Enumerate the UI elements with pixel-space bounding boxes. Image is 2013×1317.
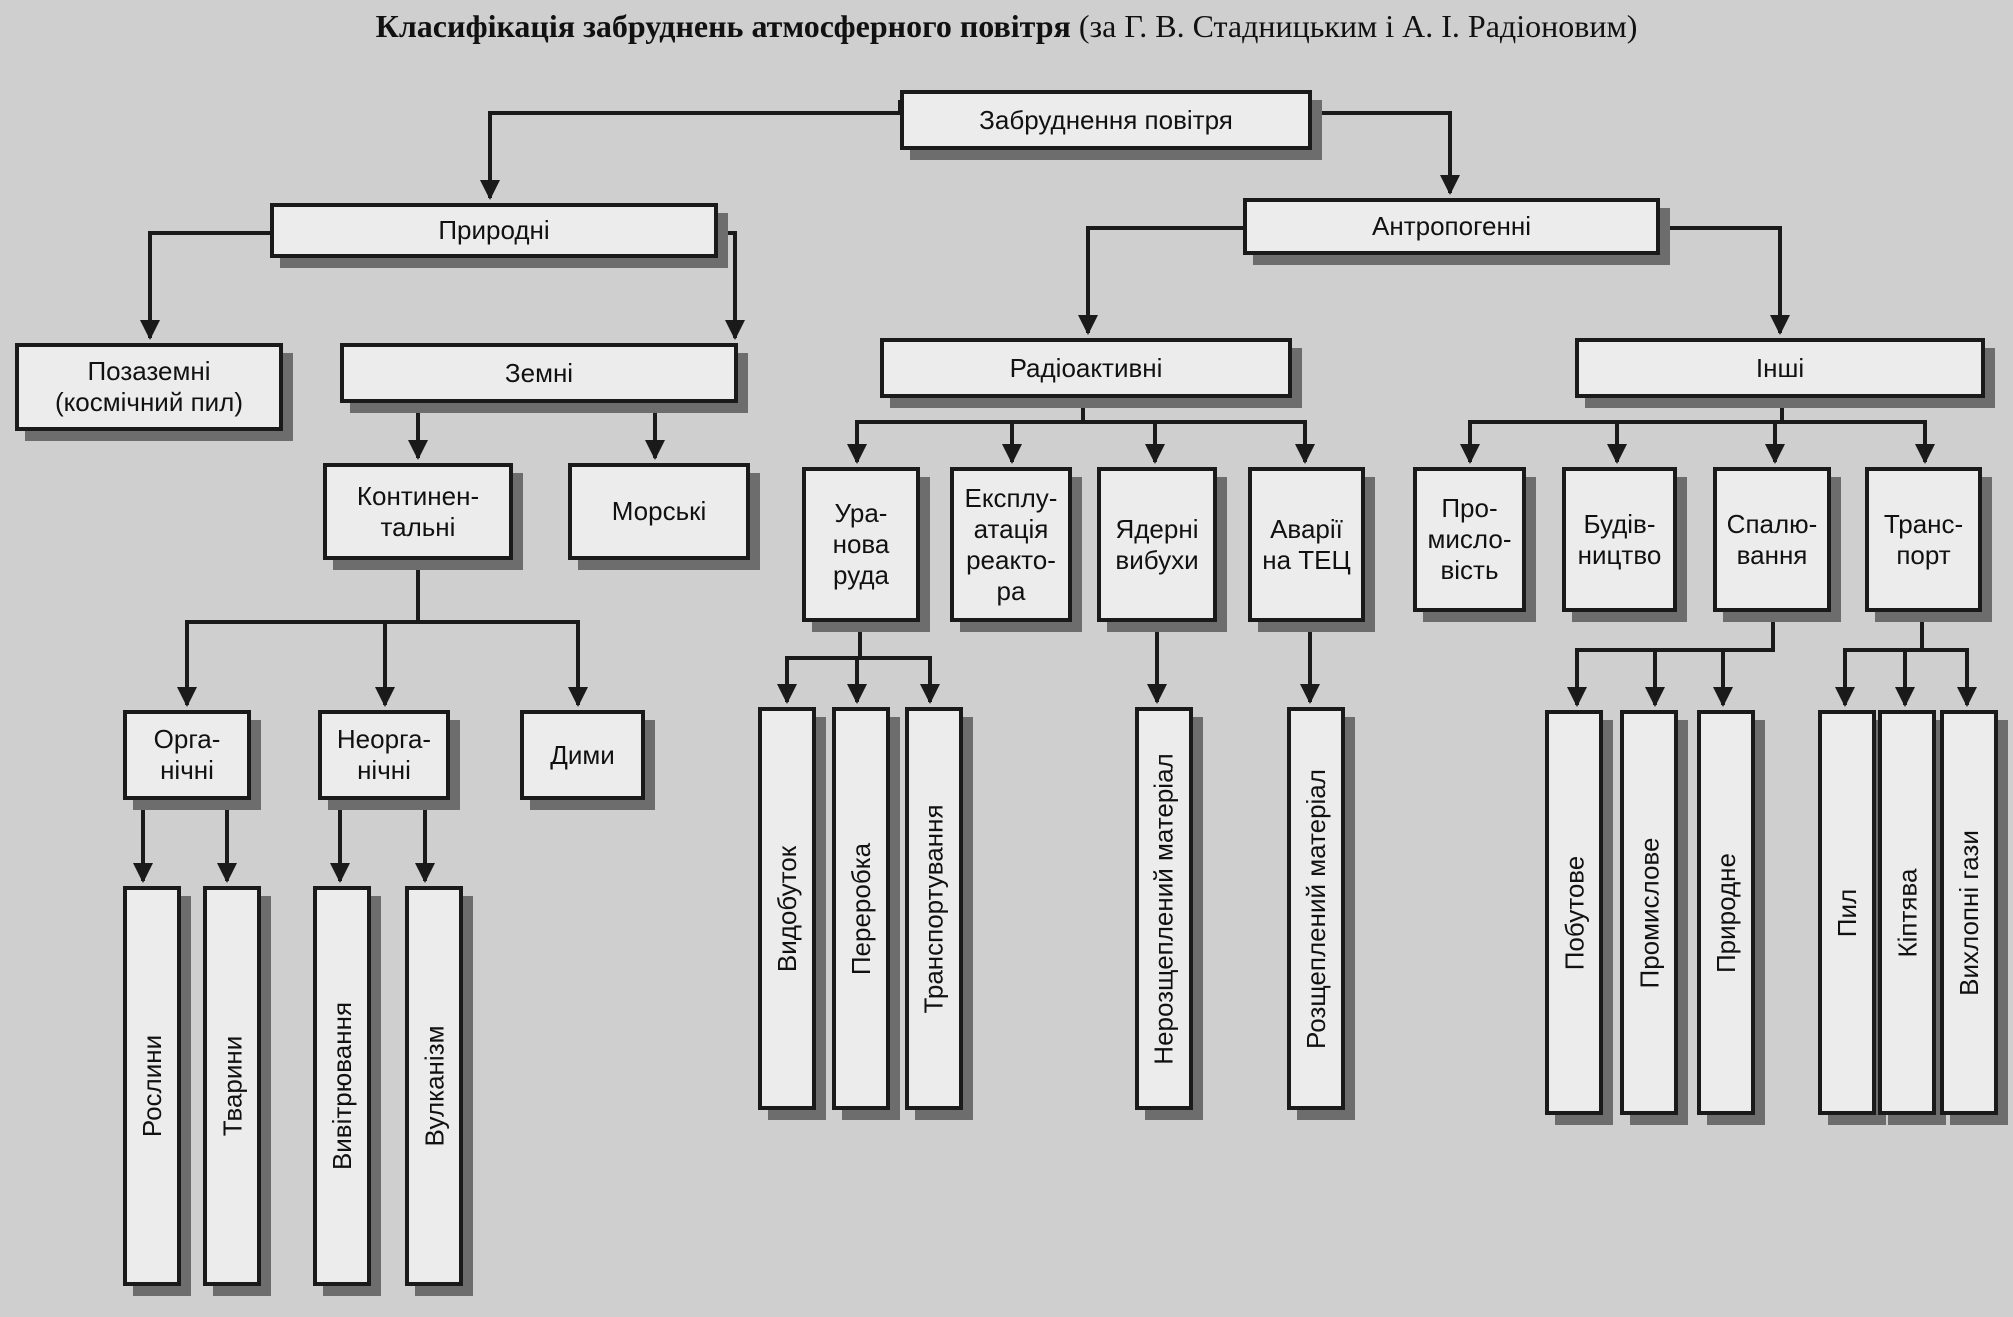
node-marine: Морські [568,463,750,560]
node-uranium-ore: Ура- нова руда [802,467,920,622]
label-animals: Тварини [217,1035,247,1137]
node-weathering: Вивітрювання [313,886,371,1286]
label-plants: Рослини [137,1034,167,1138]
label-volcanism: Вулканізм [419,1025,449,1147]
node-mining: Видобуток [758,707,816,1110]
diagram-title: Класифікація забруднень атмосферного пов… [0,8,2013,45]
node-processing: Переробка [832,707,890,1110]
node-exhaust-gases: Вихлопні гази [1940,710,1998,1115]
node-dust: Пил [1818,710,1876,1115]
node-industry: Про- мисло- вість [1413,467,1526,612]
node-natural: Природні [270,203,718,258]
node-fissioned-material: Розщеплений матеріал [1287,707,1345,1110]
node-volcanism: Вулканізм [405,886,463,1286]
node-plants: Рослини [123,886,181,1286]
label-fissioned-material: Розщеплений матеріал [1301,768,1331,1049]
node-tpp-accidents: Аварії на ТЕЦ [1248,467,1365,622]
node-soot: Кіптява [1878,710,1936,1115]
node-extraterrestrial: Позаземні (космічний пил) [15,343,283,431]
label-soot: Кіптява [1892,868,1922,957]
node-continental: Континен- тальні [323,463,513,560]
node-nuclear-explosions: Ядерні вибухи [1097,467,1217,622]
label-weathering: Вивітрювання [327,1001,358,1171]
title-bold: Класифікація забруднень атмосферного пов… [375,8,1071,44]
node-terrestrial: Земні [340,343,738,403]
label-exhaust-gases: Вихлопні гази [1954,829,1984,996]
node-smoke: Дими [520,710,645,800]
node-other: Інші [1575,338,1985,398]
node-transportation: Транспортування [905,707,963,1110]
label-dust: Пил [1831,888,1862,937]
label-natural-combustion: Природне [1711,852,1742,973]
node-inorganic: Неорга- нічні [318,710,450,800]
node-reactor-operation: Експлу- атація реакто- ра [950,467,1072,622]
node-natural-combustion: Природне [1697,710,1755,1115]
node-household: Побутове [1545,710,1603,1115]
label-transportation: Транспортування [919,803,950,1014]
node-air-pollution: Забруднення повітря [900,90,1312,150]
node-anthropogenic: Антропогенні [1243,198,1660,255]
label-household: Побутове [1559,855,1589,970]
label-processing: Переробка [846,842,877,975]
node-animals: Тварини [203,886,261,1286]
label-mining: Видобуток [772,845,802,972]
node-combustion: Спалю- вання [1713,467,1831,612]
node-industrial: Промислове [1620,710,1678,1115]
title-authors: (за Г. В. Стадницьким і А. І. Радіоновим… [1078,8,1638,44]
node-construction: Будів- ництво [1562,467,1677,612]
node-radioactive: Радіоактивні [880,338,1292,398]
node-organic: Орга- нічні [123,710,251,800]
node-transport: Транс- порт [1865,467,1982,612]
label-industrial: Промислове [1634,837,1665,988]
node-non-fissioned-material: Нерозщеплений матеріал [1135,707,1193,1110]
label-non-fissioned-material: Нерозщеплений матеріал [1149,752,1180,1065]
